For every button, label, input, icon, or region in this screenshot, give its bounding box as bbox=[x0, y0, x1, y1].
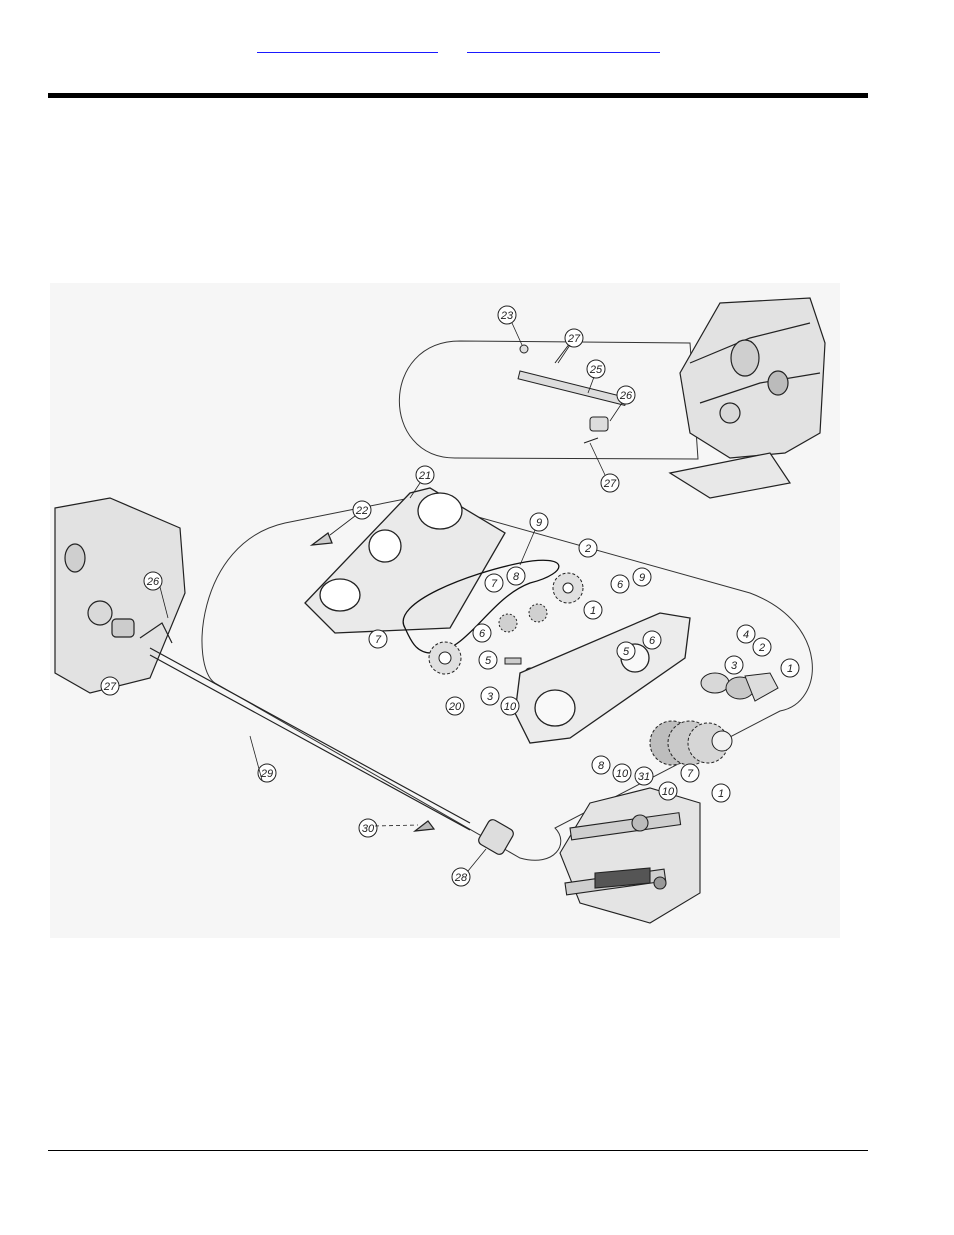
svg-text:1: 1 bbox=[787, 663, 793, 675]
callout-9b: 9 bbox=[633, 568, 651, 586]
svg-text:6: 6 bbox=[617, 579, 624, 591]
callout-1a: 1 bbox=[584, 601, 602, 619]
callout-5b: 5 bbox=[617, 642, 635, 660]
svg-text:7: 7 bbox=[375, 634, 382, 646]
svg-text:25: 25 bbox=[589, 364, 603, 376]
callout-30: 30 bbox=[359, 819, 377, 837]
svg-text:30: 30 bbox=[362, 823, 375, 835]
callout-31: 31 bbox=[635, 767, 653, 785]
callout-21: 21 bbox=[416, 466, 434, 484]
callout-2a: 2 bbox=[579, 539, 597, 557]
callout-27c: 27 bbox=[101, 677, 119, 695]
svg-text:21: 21 bbox=[418, 470, 431, 482]
svg-text:27: 27 bbox=[567, 333, 581, 345]
svg-text:7: 7 bbox=[687, 768, 694, 780]
callout-7b: 7 bbox=[369, 630, 387, 648]
callout-27a: 27 bbox=[565, 329, 583, 347]
svg-text:20: 20 bbox=[448, 701, 462, 713]
svg-text:2: 2 bbox=[758, 642, 765, 654]
svg-text:3: 3 bbox=[487, 691, 494, 703]
svg-text:7: 7 bbox=[491, 578, 498, 590]
svg-text:5: 5 bbox=[485, 655, 492, 667]
svg-text:27: 27 bbox=[103, 681, 117, 693]
svg-text:3: 3 bbox=[731, 660, 738, 672]
callout-26a: 26 bbox=[617, 386, 635, 404]
callout-28: 28 bbox=[452, 868, 470, 886]
callout-7c: 7 bbox=[681, 764, 699, 782]
callout-2b: 2 bbox=[753, 638, 771, 656]
svg-text:6: 6 bbox=[479, 628, 486, 640]
callout-7a: 7 bbox=[485, 574, 503, 592]
svg-text:5: 5 bbox=[623, 646, 630, 658]
svg-text:9: 9 bbox=[536, 517, 542, 529]
svg-text:9: 9 bbox=[639, 572, 645, 584]
callout-3a: 3 bbox=[481, 687, 499, 705]
svg-text:2: 2 bbox=[584, 543, 591, 555]
callout-6c: 6 bbox=[643, 631, 661, 649]
svg-text:22: 22 bbox=[355, 505, 368, 517]
callout-10b: 10 bbox=[613, 764, 631, 782]
callout-26b: 26 bbox=[144, 572, 162, 590]
svg-text:6: 6 bbox=[649, 635, 656, 647]
svg-text:10: 10 bbox=[504, 701, 517, 713]
svg-text:1: 1 bbox=[718, 788, 724, 800]
svg-text:4: 4 bbox=[743, 629, 749, 641]
footer-rule bbox=[48, 1150, 868, 1151]
callout-23: 23 bbox=[498, 306, 516, 324]
callout-22: 22 bbox=[353, 501, 371, 519]
callout-6b: 6 bbox=[473, 624, 491, 642]
callout-27b: 27 bbox=[601, 474, 619, 492]
callout-29: 29 bbox=[258, 764, 276, 782]
svg-text:28: 28 bbox=[454, 872, 468, 884]
callout-8b: 8 bbox=[592, 756, 610, 774]
callout-5a: 5 bbox=[479, 651, 497, 669]
header-link-2[interactable] bbox=[467, 36, 660, 53]
callout-4: 4 bbox=[737, 625, 755, 643]
callout-10c: 10 bbox=[659, 782, 677, 800]
svg-text:10: 10 bbox=[616, 768, 629, 780]
callout-6a: 6 bbox=[611, 575, 629, 593]
callout-25: 25 bbox=[587, 360, 605, 378]
svg-text:31: 31 bbox=[638, 771, 650, 783]
svg-text:26: 26 bbox=[146, 576, 160, 588]
callout-1c: 1 bbox=[781, 659, 799, 677]
callout-10a: 10 bbox=[501, 697, 519, 715]
svg-text:23: 23 bbox=[500, 310, 514, 322]
header-rule bbox=[48, 93, 868, 98]
svg-text:8: 8 bbox=[598, 760, 605, 772]
header-links bbox=[0, 36, 954, 56]
callout-9a: 9 bbox=[530, 513, 548, 531]
exploded-parts-diagram: 23 27 25 26 27 21 22 9 8 7 6 9 6 5 2 1 2… bbox=[50, 283, 840, 938]
svg-text:26: 26 bbox=[619, 390, 633, 402]
header-link-1[interactable] bbox=[257, 36, 438, 53]
callout-20: 20 bbox=[446, 697, 464, 715]
callout-8a: 8 bbox=[507, 567, 525, 585]
svg-text:8: 8 bbox=[513, 571, 520, 583]
svg-text:27: 27 bbox=[603, 478, 617, 490]
callout-3b: 3 bbox=[725, 656, 743, 674]
svg-text:10: 10 bbox=[662, 786, 675, 798]
svg-text:1: 1 bbox=[590, 605, 596, 617]
callout-1b: 1 bbox=[712, 784, 730, 802]
